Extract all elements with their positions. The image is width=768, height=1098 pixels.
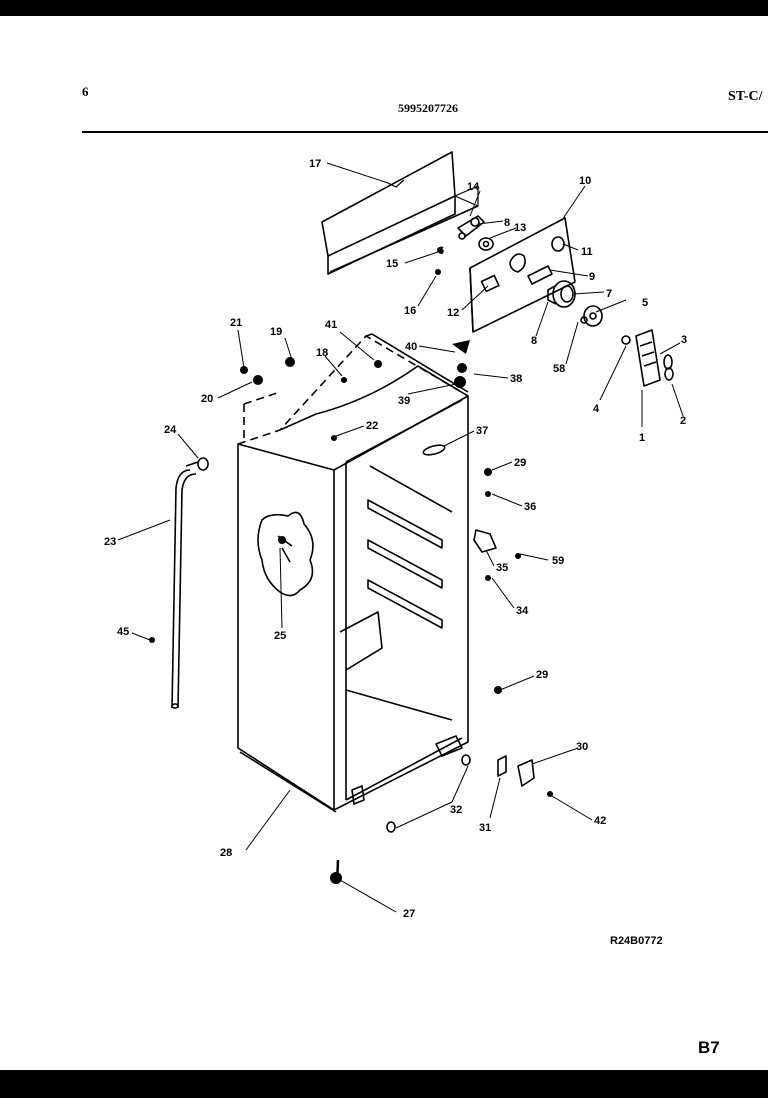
callout-58: 58 — [553, 363, 565, 375]
part-lamp-socket — [457, 215, 494, 251]
drawing-code: R24B0772 — [610, 935, 663, 947]
callout-14: 14 — [467, 181, 480, 193]
callout-28: 28 — [220, 847, 232, 859]
callout-8b: 8 — [531, 335, 537, 347]
callout-15: 15 — [386, 258, 398, 270]
model-prefix: ST-C/ — [728, 89, 763, 104]
header-rule — [82, 131, 768, 133]
part-thermostat-knob — [547, 280, 603, 327]
part-bottom-hardware — [351, 735, 535, 833]
part-light-shield — [422, 444, 446, 456]
callout-25: 25 — [274, 630, 286, 642]
top-border-bar — [0, 0, 768, 16]
page-code: B7 — [698, 1038, 720, 1057]
callout-40: 40 — [405, 341, 417, 353]
callout-2: 2 — [680, 415, 686, 427]
callout-labels: 1 2 3 4 5 6 7 8 8 9 10 11 12 13 14 15 16… — [104, 158, 687, 920]
callout-9: 9 — [589, 271, 595, 283]
callout-39: 39 — [398, 395, 410, 407]
part-drain-tube — [171, 457, 209, 709]
callout-8a: 8 — [504, 217, 510, 229]
callout-37: 37 — [476, 425, 488, 437]
part-number: 5995207726 — [398, 101, 458, 115]
part-hinge-assembly — [621, 329, 674, 387]
callout-23: 23 — [104, 536, 116, 548]
leader-lines — [117, 162, 684, 913]
callout-41: 41 — [325, 319, 337, 331]
page-number: 6 — [82, 84, 89, 99]
callout-13: 13 — [514, 222, 526, 234]
callout-59: 59 — [552, 555, 564, 567]
callout-7: 7 — [606, 288, 612, 300]
callout-24: 24 — [164, 424, 177, 436]
callout-1: 1 — [639, 432, 645, 444]
callout-29b: 29 — [536, 669, 548, 681]
part-bracket — [473, 529, 497, 553]
callout-27: 27 — [403, 908, 415, 920]
callout-36: 36 — [524, 501, 536, 513]
callout-6: 6 — [438, 245, 444, 257]
callout-16: 16 — [404, 305, 416, 317]
callout-42: 42 — [594, 815, 606, 827]
callout-45: 45 — [117, 626, 129, 638]
callout-35: 35 — [496, 562, 508, 574]
bottom-border-bar — [0, 1070, 768, 1098]
callout-19: 19 — [270, 326, 282, 338]
callout-11: 11 — [581, 246, 593, 258]
callout-17: 17 — [309, 158, 321, 170]
part-top-rail — [321, 151, 479, 275]
callout-10: 10 — [579, 175, 591, 187]
part-cabinet — [237, 333, 469, 813]
callout-29a: 29 — [514, 457, 526, 469]
callout-32: 32 — [450, 804, 462, 816]
callout-12: 12 — [447, 307, 459, 319]
part-cutout-insulation — [257, 511, 314, 597]
callout-3: 3 — [681, 334, 687, 346]
part-control-panel — [469, 217, 576, 333]
callout-30: 30 — [576, 741, 588, 753]
callout-5: 5 — [642, 297, 648, 309]
callout-21: 21 — [230, 317, 242, 329]
callout-22: 22 — [366, 420, 378, 432]
callout-34: 34 — [516, 605, 529, 617]
callout-4: 4 — [593, 403, 600, 415]
callout-18: 18 — [316, 347, 328, 359]
callout-38: 38 — [510, 373, 522, 385]
hardware-fasteners — [149, 247, 553, 884]
callout-31: 31 — [479, 822, 491, 834]
callout-20: 20 — [201, 393, 213, 405]
